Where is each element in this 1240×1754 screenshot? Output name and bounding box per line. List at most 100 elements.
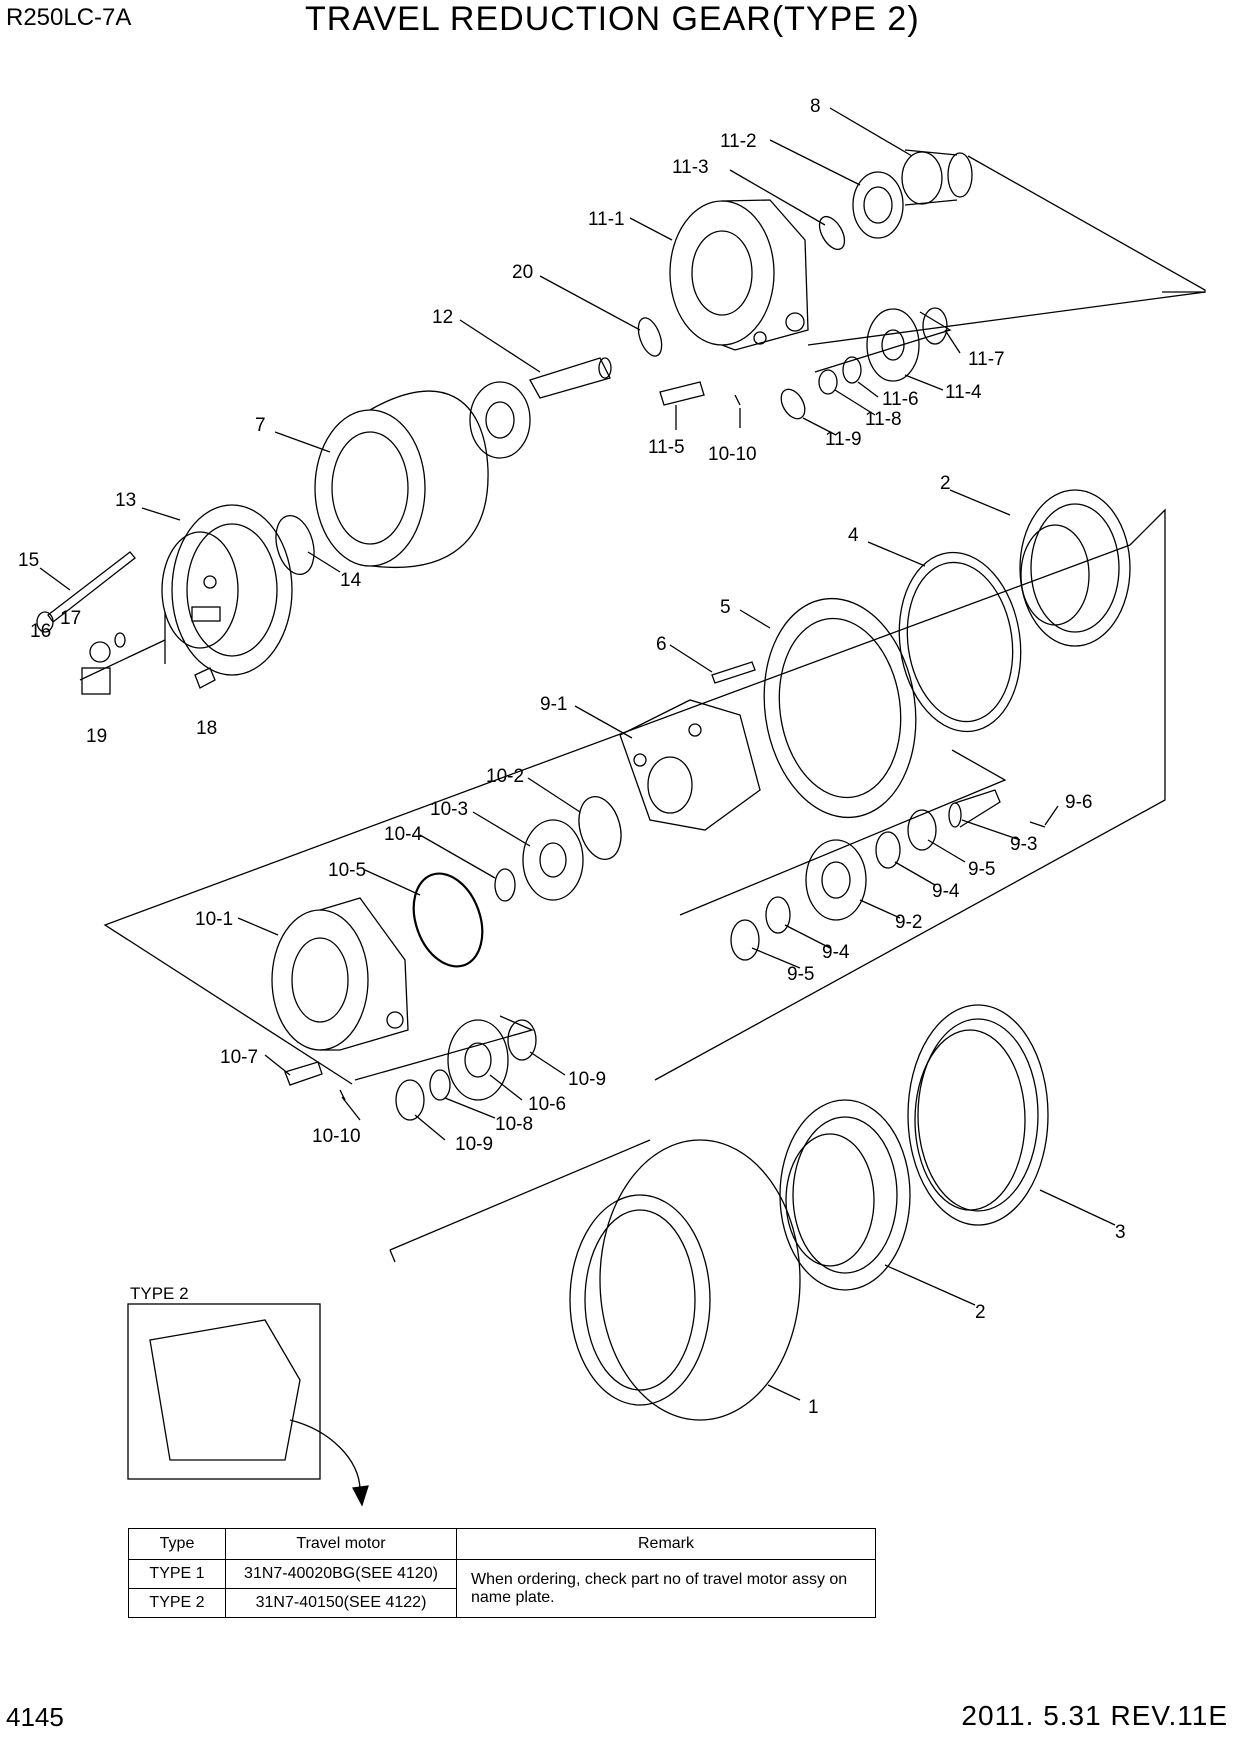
- callout-label: 20: [512, 262, 533, 283]
- motor-cell: 31N7-40150(SEE 4122): [225, 1588, 457, 1618]
- callout-label: 11-4: [945, 382, 982, 403]
- callout-label: 2: [975, 1302, 986, 1323]
- callout-label: 10-9: [568, 1069, 606, 1090]
- washer-part-11-8: [818, 369, 838, 395]
- page-title: TRAVEL REDUCTION GEAR(TYPE 2): [305, 0, 920, 38]
- callout-label: 11-8: [865, 409, 902, 430]
- ring-part-11-3: [818, 215, 846, 251]
- ring-gear-part-7: [314, 390, 489, 568]
- carrier-part-11-1: [669, 199, 809, 351]
- plug-part-18: [194, 667, 216, 689]
- table-row: TYPE 2 31N7-40150(SEE 4122): [128, 1588, 876, 1618]
- travel-motor-type-table: Type Travel motor Remark TYPE 1 31N7-400…: [128, 1528, 876, 1618]
- callout-label: 13: [115, 490, 136, 511]
- callout-label: 18: [196, 718, 217, 739]
- table-header: Type: [128, 1528, 226, 1560]
- callout-label: 11-5: [648, 437, 685, 458]
- bearing-part-10-8: [429, 1069, 451, 1101]
- carrier-part-10-1: [271, 897, 409, 1051]
- callout-label: 17: [60, 608, 81, 629]
- bearing-part-9-4b: [765, 896, 791, 934]
- callout-label: 10-10: [708, 444, 757, 465]
- type-cell: TYPE 2: [128, 1588, 226, 1618]
- gear-part-9-2: [805, 839, 867, 921]
- callout-label: 11-9: [825, 429, 862, 450]
- callout-label: 2: [940, 473, 951, 494]
- table-header: Travel motor: [225, 1528, 457, 1560]
- ring-part-20: [637, 317, 663, 357]
- callout-label: 9-5: [787, 964, 814, 985]
- callout-label: 10-8: [495, 1114, 533, 1135]
- bearing-part-2-top: [1019, 489, 1131, 647]
- pin-part-10-10-top: [734, 394, 741, 406]
- seal-part-3: [907, 1004, 1049, 1226]
- callout-label: 9-3: [1010, 834, 1037, 855]
- remark-cell: When ordering, check part no of travel m…: [456, 1559, 876, 1618]
- callout-label: 11-2: [720, 131, 757, 152]
- seal-ring-part-4: [898, 551, 1022, 733]
- pin-part-9-3: [948, 802, 962, 828]
- callout-labels: 8 11-2 11-3 11-1 20 12 11-7 11-4 11-6 11…: [18, 96, 1126, 1418]
- callout-label: 7: [255, 415, 266, 436]
- hub-ring-part-5: [763, 597, 917, 819]
- bolt-part-15: [47, 551, 136, 623]
- callout-label: 11-3: [672, 157, 709, 178]
- callout-label: 9-1: [540, 694, 567, 715]
- model-name: R250LC-7A: [6, 4, 132, 31]
- inset-label: TYPE 2: [130, 1284, 189, 1303]
- washer-part-10-9b: [395, 1079, 425, 1121]
- hub-part-1: [569, 1139, 801, 1421]
- callout-label: 11-7: [968, 349, 1005, 370]
- revision-date: 2011. 5.31 REV.11E: [961, 1700, 1228, 1731]
- callout-label: 9-6: [1065, 792, 1092, 813]
- callout-label: 6: [656, 634, 667, 655]
- gear-part-11-2: [852, 171, 904, 239]
- table-header: Remark: [456, 1528, 876, 1560]
- carrier-part-9-1: [619, 699, 761, 831]
- pin-part-11-5: [659, 381, 705, 406]
- gear-part-10-3: [522, 819, 584, 901]
- bearing-part-11-6: [842, 356, 862, 384]
- callout-label: 9-4: [822, 942, 850, 963]
- page-number: 4145: [6, 1702, 64, 1732]
- callout-label: 12: [432, 307, 453, 328]
- callout-label: 10-9: [455, 1134, 493, 1155]
- pin-part-10-7: [284, 1061, 323, 1086]
- ring-part-10-2: [578, 796, 622, 860]
- callout-label: 10-7: [220, 1047, 258, 1068]
- callout-label: 19: [86, 726, 107, 747]
- oring-part-17: [114, 632, 126, 648]
- callout-label: 16: [30, 621, 51, 642]
- callout-label: 10-1: [195, 909, 233, 930]
- motor-cell: 31N7-40020BG(SEE 4120): [225, 1559, 457, 1589]
- washer-part-10-9: [507, 1019, 537, 1061]
- sleeve-part-8: [901, 149, 973, 206]
- bearing-part-9-4: [875, 831, 901, 869]
- gear-part-11-4: [866, 308, 920, 382]
- shaft-part-12: [469, 357, 612, 459]
- ring-part-11-9: [780, 388, 806, 420]
- callout-label: 9-2: [895, 912, 922, 933]
- washer-part-9-5: [907, 809, 937, 851]
- pin-part-10-10: [339, 1089, 346, 1101]
- callout-label: 3: [1115, 1222, 1126, 1243]
- callout-label: 9-4: [932, 881, 960, 902]
- washer-part-10-4: [494, 868, 516, 902]
- inset-motor-image: [149, 1319, 301, 1461]
- callout-label: 9-5: [968, 859, 995, 880]
- callout-label: 15: [18, 550, 39, 571]
- plug-part-16: [89, 641, 111, 663]
- callout-label: 8: [810, 96, 821, 117]
- pin-part-9-6: [1029, 821, 1046, 828]
- callout-label: 14: [340, 570, 362, 591]
- table-row: TYPE 1 31N7-40020BG(SEE 4120) When order…: [128, 1559, 876, 1618]
- callout-label: 1: [808, 1397, 819, 1418]
- callout-label: 11-1: [588, 209, 625, 230]
- callout-label: 10-5: [328, 860, 366, 881]
- callout-label: 10-4: [384, 824, 422, 845]
- bolt-part-6: [711, 661, 756, 684]
- inset-box: [127, 1303, 321, 1480]
- callout-label: 10-2: [486, 766, 524, 787]
- oring-part-10-5: [412, 872, 484, 968]
